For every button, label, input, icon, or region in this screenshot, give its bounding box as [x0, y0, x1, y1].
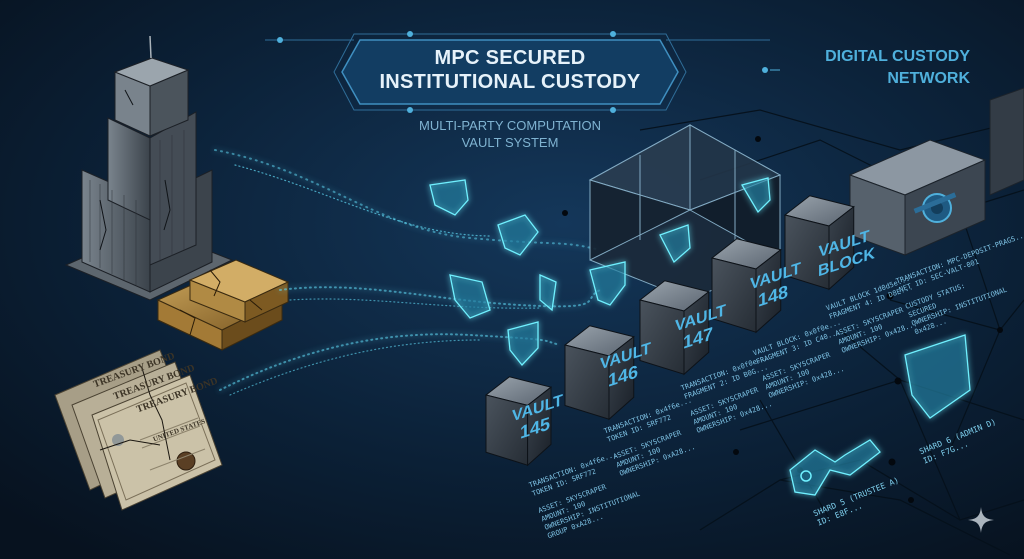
- cube-side-face: [608, 335, 635, 421]
- subtitle-line-1: MULTI-PARTY COMPUTATION: [418, 118, 601, 133]
- title-line-2: INSTITUTIONAL CUSTODY: [379, 71, 641, 93]
- network-title-line-1: DIGITAL CUSTODY: [825, 48, 970, 65]
- gold-bars-illustration: [156, 259, 290, 351]
- subtitle-line-2: VAULT SYSTEM: [461, 135, 559, 150]
- cube-side-face: [828, 205, 855, 291]
- vault-cubes: [484, 195, 855, 467]
- key-shards-in-transit: [429, 177, 971, 496]
- skyscraper-illustration: [64, 35, 234, 301]
- sparkle-icon: [968, 507, 994, 533]
- particle-streams: [214, 149, 601, 396]
- subtitle: MULTI-PARTY COMPUTATION VAULT SYSTEM: [380, 117, 640, 151]
- network-title-line-2: NETWORK: [887, 70, 970, 87]
- vault-cube-146: [563, 325, 635, 421]
- vault-cube-148: [710, 238, 782, 334]
- treasury-bonds-illustration: [54, 349, 223, 511]
- page-title: MPC SECURED INSTITUTIONAL CUSTODY: [345, 46, 675, 94]
- safe-vault: [848, 87, 1024, 256]
- vault-cube-147: [638, 280, 710, 376]
- cube-side-face: [683, 290, 710, 376]
- cube-side-face: [527, 386, 552, 467]
- network-title: DIGITAL CUSTODY NETWORK: [780, 46, 970, 90]
- title-frame: [265, 31, 780, 113]
- cube-side-face: [755, 248, 782, 334]
- vault-cube-145: [484, 376, 553, 467]
- vault-cube-block: [783, 195, 855, 291]
- title-line-1: MPC SECURED: [434, 47, 586, 69]
- key-bow-ring: [800, 470, 812, 482]
